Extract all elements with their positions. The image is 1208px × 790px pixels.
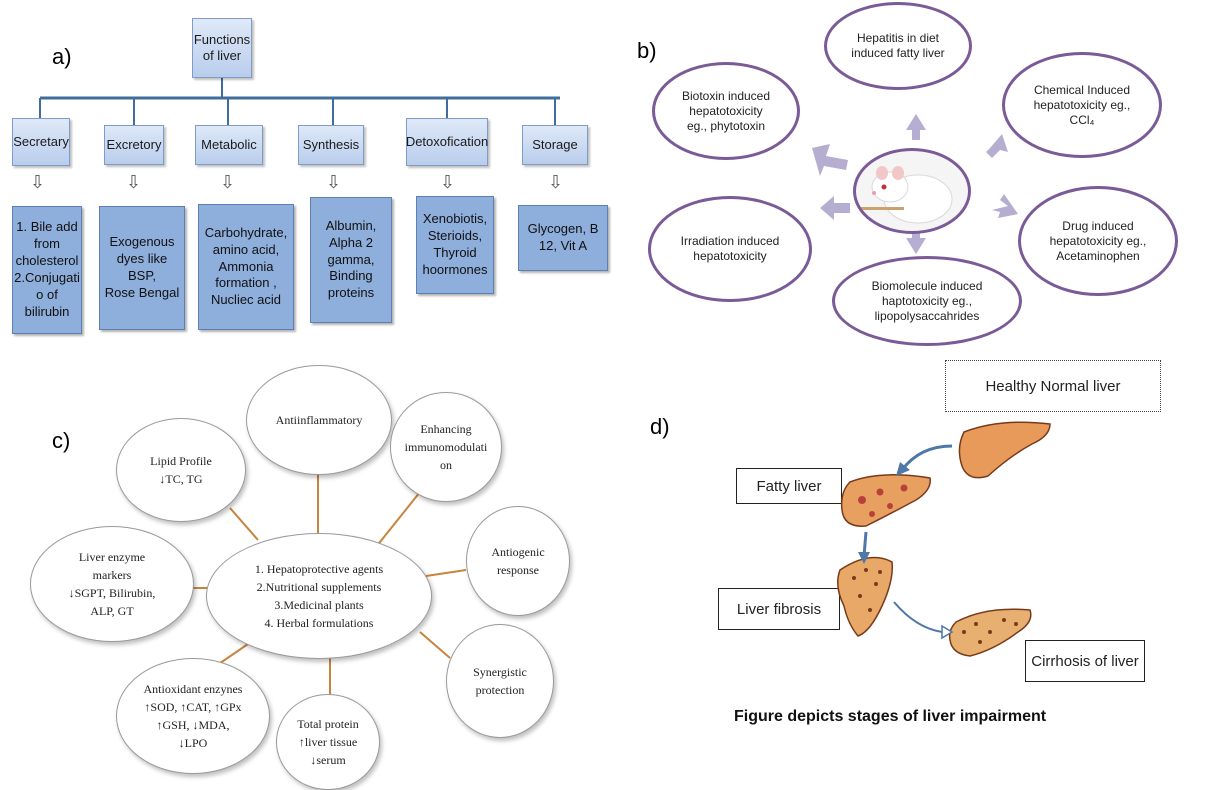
stage-fibrosis-label: Liver fibrosis [718, 588, 840, 630]
stage-healthy-label: Healthy Normal liver [945, 360, 1161, 412]
panel-b-label: b) [637, 38, 657, 63]
node-antioxidant: Antioxidant enzynes ↑SOD, ↑CAT, ↑GPx ↑GS… [116, 658, 270, 774]
arrow-down-icon: ⇩ [30, 172, 46, 193]
node-hepatitis-diet: Hepatitis in diet induced fatty liver [824, 2, 972, 90]
category-metabolic: Metabolic [195, 125, 263, 165]
stage-cirrhosis-label: Cirrhosis of liver [1025, 640, 1145, 682]
stage-fatty-label: Fatty liver [736, 468, 842, 504]
panel-d-caption: Figure depicts stages of liver impairmen… [734, 708, 1047, 725]
panel-b-arrows [812, 114, 1018, 254]
leaf-detoxification: Xenobiotis, Sterioids, Thyroid hoormones [416, 196, 494, 294]
lab-rat-image [853, 148, 971, 234]
node-lipid-profile: Lipid Profile ↓TC, TG [116, 418, 246, 522]
liver-stages-illustration [837, 421, 1051, 657]
leaf-metabolic: Carbohydrate, amino acid, Ammonia format… [198, 204, 294, 330]
arrow-down-icon: ⇩ [548, 172, 564, 193]
node-antiinflammatory: Antiinflammatory [246, 365, 392, 475]
node-immunomodulation: Enhancing immunomodulati on [390, 392, 502, 502]
arrow-down-icon: ⇩ [126, 172, 142, 193]
node-antiogenic: Antiogenic response [466, 506, 570, 616]
category-excretory: Excretory [104, 125, 164, 165]
node-biomolecule: Biomolecule induced haptotoxicity eg., l… [832, 256, 1022, 346]
panel-a-connectors [39, 78, 560, 125]
panel-d-label: d) [650, 414, 670, 439]
leaf-storage: Glycogen, B 12, Vit A [518, 205, 608, 271]
node-synergistic: Synergistic protection [446, 624, 554, 738]
node-drug: Drug induced hepatotoxicity eg., Acetami… [1018, 186, 1178, 296]
leaf-synthesis: Albumin, Alpha 2 gamma, Binding proteins [310, 197, 392, 323]
leaf-excretory: Exogenous dyes like BSP, Rose Bengal [99, 206, 185, 330]
node-liver-enzyme: Liver enzyme markers ↓SGPT, Bilirubin, A… [30, 526, 194, 642]
node-irradiation: Irradiation induced hepatotoxicity [648, 196, 812, 302]
panel-a-label: a) [52, 44, 72, 69]
node-total-protein: Total protein ↑liver tissue ↓serum [276, 694, 380, 790]
category-secretary: Secretary [12, 118, 70, 166]
arrow-down-icon: ⇩ [326, 172, 342, 193]
node-chemical: Chemical Induced hepatotoxicity eg., CCl… [1002, 52, 1162, 158]
arrow-down-icon: ⇩ [220, 172, 236, 193]
functions-of-liver-root: Functions of liver [192, 18, 252, 78]
category-detoxification: Detoxofication [406, 118, 488, 166]
arrow-down-icon: ⇩ [440, 172, 456, 193]
center-hepatoprotective: 1. Hepatoprotective agents 2.Nutritional… [206, 533, 432, 659]
leaf-secretary: 1. Bile add from cholesterol 2.Conjugati… [12, 206, 82, 334]
panel-c-label: c) [52, 428, 71, 453]
node-biotoxin: Biotoxin induced hepatotoxicity eg., phy… [652, 62, 800, 160]
category-storage: Storage [522, 125, 588, 165]
category-synthesis: Synthesis [298, 125, 364, 165]
